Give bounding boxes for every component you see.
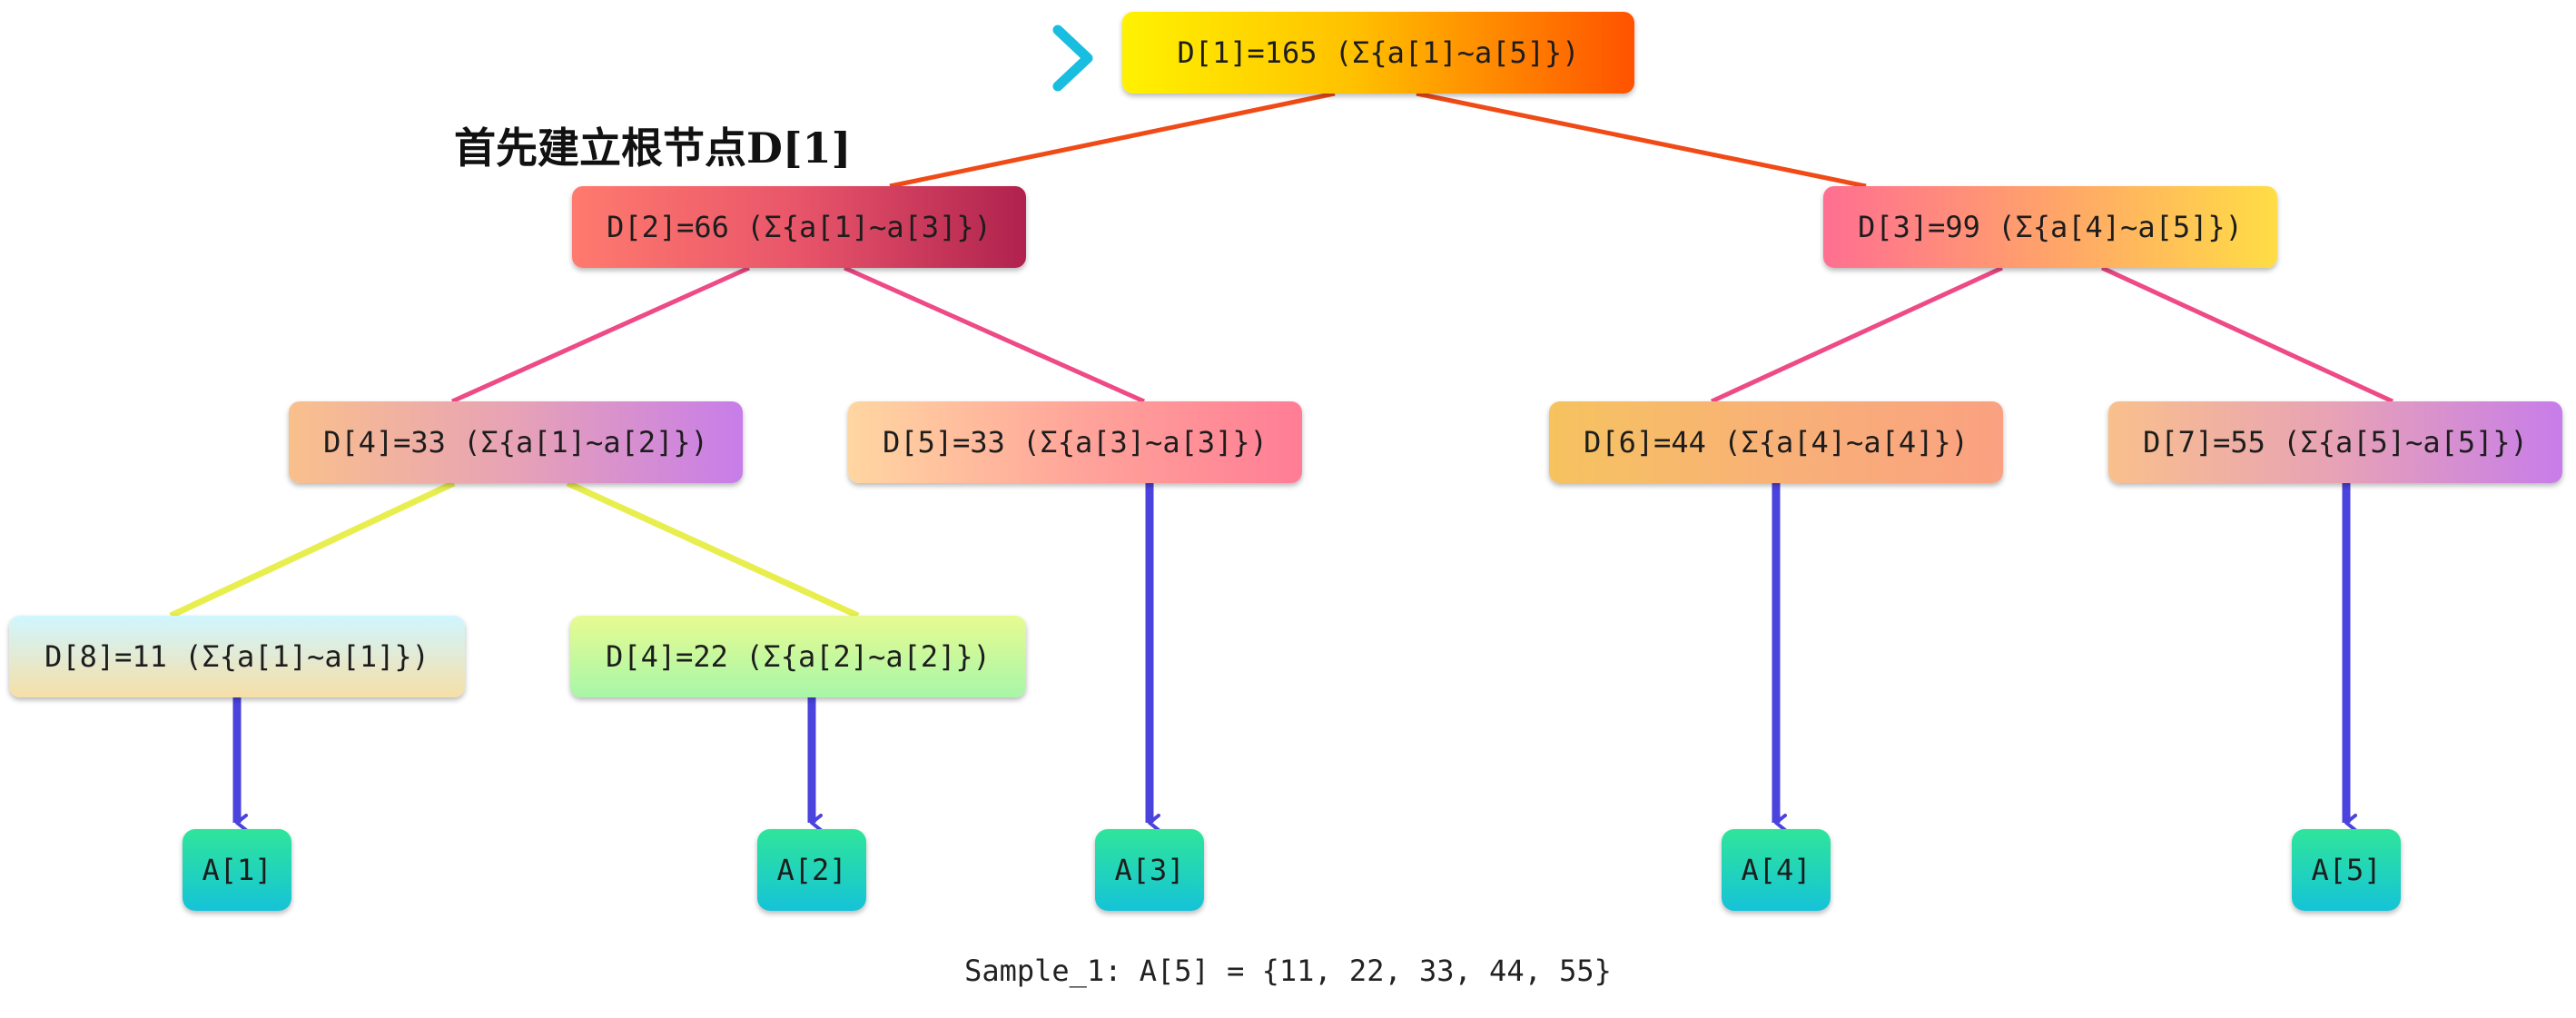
edge-d1-d2 bbox=[889, 91, 1336, 189]
leaf-a3: A[3] bbox=[1095, 829, 1204, 911]
node-d4: D[4]=33 (Σ{a[1]~a[2]}) bbox=[289, 401, 743, 483]
leaf-a2: A[2] bbox=[757, 829, 866, 911]
node-d6: D[6]=44 (Σ{a[4]~a[4]}) bbox=[1549, 401, 2003, 483]
sample-input-label: Sample_1: A[5] = {11, 22, 33, 44, 55} bbox=[964, 954, 1612, 988]
node-d5: D[5]=33 (Σ{a[3]~a[3]}) bbox=[848, 401, 1302, 483]
edge-d3-d7 bbox=[2100, 265, 2394, 404]
node-d2: D[2]=66 (Σ{a[1]~a[3]}) bbox=[572, 186, 1026, 268]
edge-d2-d5 bbox=[843, 265, 1146, 404]
node-d8: D[8]=11 (Σ{a[1]~a[1]}) bbox=[9, 616, 465, 697]
edge-d4-d9 bbox=[566, 479, 860, 619]
caption-label: 首先建立根节点D[1] bbox=[454, 124, 852, 173]
node-d9: D[4]=22 (Σ{a[2]~a[2]}) bbox=[570, 616, 1026, 697]
leaf-a4: A[4] bbox=[1722, 829, 1831, 911]
edge-d2-d4 bbox=[450, 265, 751, 404]
edge-d1-d3 bbox=[1416, 91, 1867, 189]
leaf-a1: A[1] bbox=[183, 829, 291, 911]
node-d1-root: D[1]=165 (Σ{a[1]~a[5]}) bbox=[1122, 12, 1634, 94]
pointer-arrow bbox=[921, 25, 1093, 92]
node-d7: D[7]=55 (Σ{a[5]~a[5]}) bbox=[2108, 401, 2562, 483]
edge-d3-d6 bbox=[1710, 265, 2004, 404]
leaf-a5: A[5] bbox=[2292, 829, 2401, 911]
edge-d4-d8 bbox=[169, 479, 456, 619]
node-d3: D[3]=99 (Σ{a[4]~a[5]}) bbox=[1823, 186, 2277, 268]
